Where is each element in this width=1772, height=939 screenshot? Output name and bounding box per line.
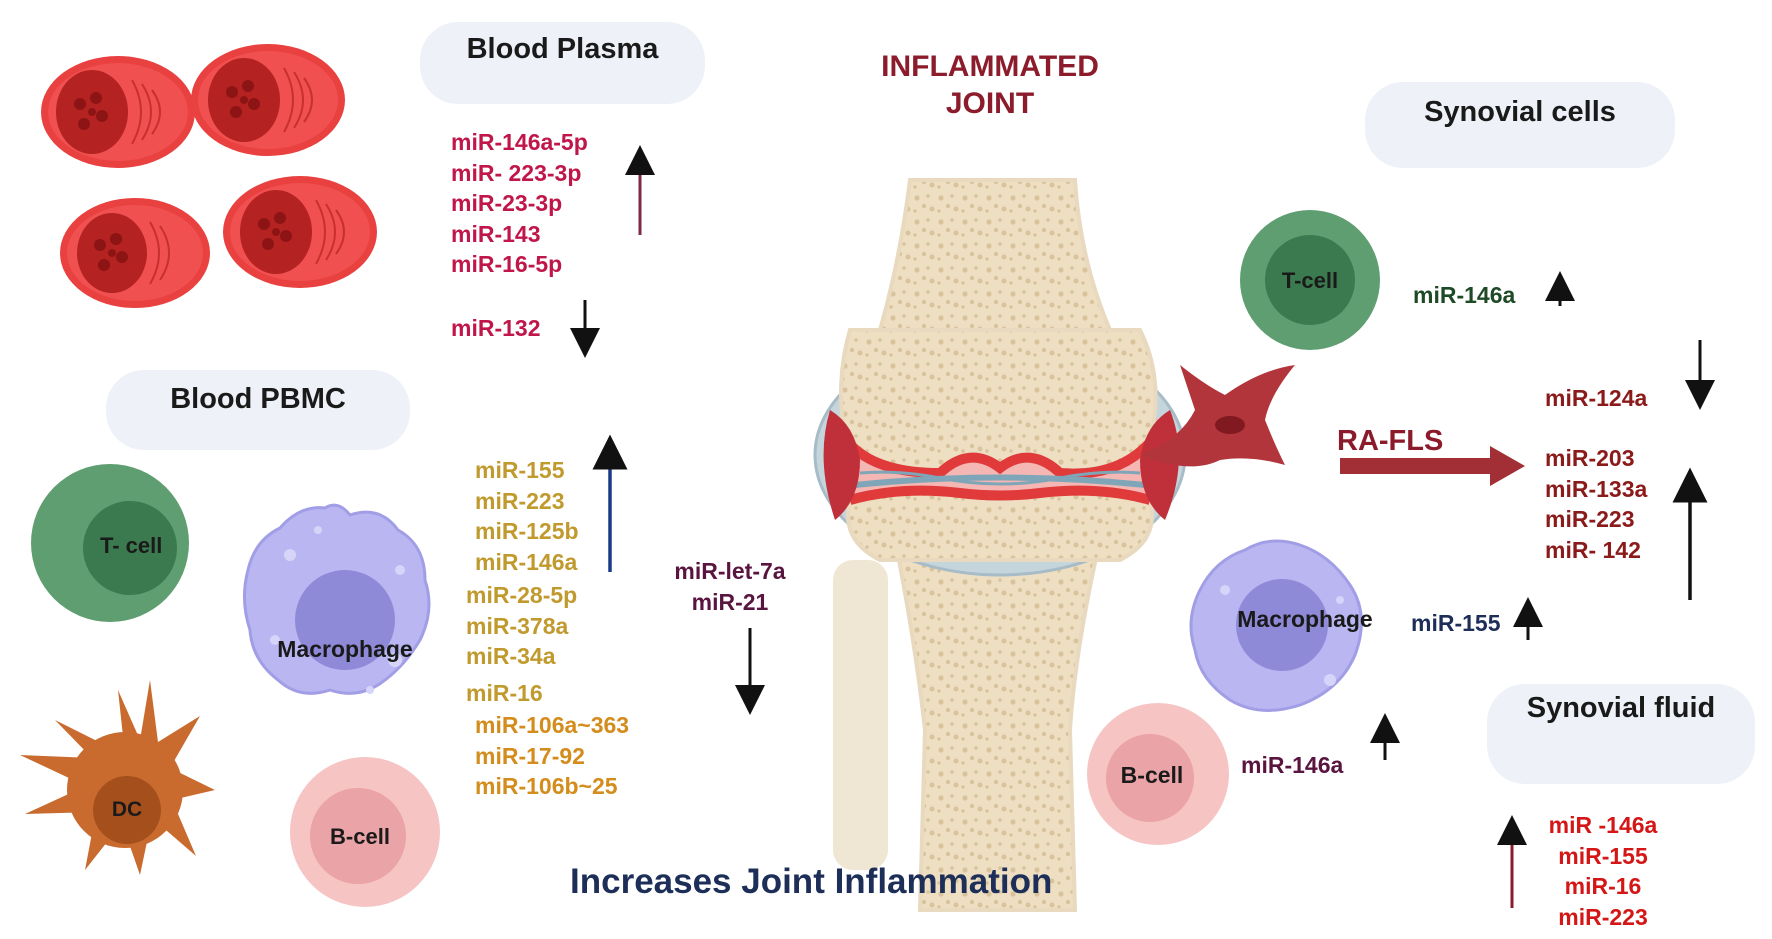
list-item: miR-28-5p (466, 582, 578, 608)
syn-tcell-label: T-cell (1281, 268, 1339, 293)
red-blood-cell (60, 198, 210, 308)
red-blood-cell (223, 176, 377, 288)
list-item: miR-let-7a (674, 558, 786, 584)
list-item: miR-17-92 (475, 742, 585, 769)
synovial-cells-header: Synovial cells (1365, 82, 1675, 168)
pbmc-tcell-label: T- cell (100, 533, 163, 558)
pbmc-macrophage (243, 503, 431, 695)
blood-pbmc-title: Blood PBMC (170, 382, 346, 415)
dc-label: DC (111, 798, 143, 821)
list-item: miR-223 (475, 487, 565, 514)
synovial-fluid-title: Synovial fluid (1526, 691, 1716, 724)
list-item: miR-155 (1558, 842, 1648, 869)
fls-up-list: miR-203 miR-133a miR-223 miR- 142 (1545, 443, 1647, 565)
pbmc-up-list: miR-155 miR-223 miR-125b miR-146a (475, 455, 579, 577)
pbmc-tcell (31, 464, 189, 622)
list-item: miR-124a (1545, 385, 1648, 411)
list-item: miR-106b~25 (475, 773, 618, 799)
list-item: miR-23-3p (451, 190, 563, 216)
list-item: miR-16 (1564, 873, 1642, 899)
pbmc-cluster-list: miR-106a~363 miR-17-92 miR-106b~25 (475, 710, 629, 802)
fls-label: RA-FLS (1337, 425, 1444, 457)
list-item: miR-132 (451, 315, 541, 341)
list-item: miR-203 (1545, 445, 1635, 471)
knee-joint-illustration (813, 178, 1187, 912)
synovial-fluid-up-list: miR -146a miR-155 miR-16 miR-223 (1528, 810, 1678, 932)
blood-plasma-up-list: miR-146a-5p miR- 223-3p miR-23-3p miR-14… (451, 127, 588, 280)
red-blood-cell (41, 56, 195, 168)
pbmc-other-list: miR-28-5p miR-378a miR-34a miR-16 (466, 580, 577, 708)
dendritic-cell (20, 680, 215, 875)
syn-bcell-label: B-cell (1120, 762, 1184, 788)
synovial-cells-title: Synovial cells (1424, 95, 1616, 128)
blood-plasma-down-list: miR-132 (451, 313, 540, 344)
syn-macrophage-mir: miR-155 (1411, 610, 1501, 636)
blood-pbmc-header: Blood PBMC (106, 370, 410, 450)
list-item: miR-106a~363 (475, 712, 630, 738)
list-item: miR-143 (451, 220, 541, 247)
fls-down-list: miR-124a (1545, 383, 1647, 414)
pbmc-macrophage-label: Macrophage (277, 636, 413, 662)
list-item: miR-146a (475, 548, 578, 575)
title-line-1: INFLAMMATED (881, 50, 1099, 83)
syn-tcell-mir: miR-146a (1413, 282, 1516, 308)
blood-plasma-title: Blood Plasma (466, 32, 659, 65)
list-item: miR-133a (1545, 475, 1648, 502)
synovial-bcell (1087, 703, 1229, 845)
list-item: miR-223 (1545, 506, 1635, 532)
red-blood-cell (191, 44, 345, 156)
syn-macrophage-label: Macrophage (1237, 606, 1373, 632)
list-item: miR-378a (466, 612, 569, 639)
list-item: miR-125b (475, 518, 579, 544)
ra-fls-cell (1140, 365, 1295, 467)
list-item: miR- 142 (1545, 536, 1641, 563)
synovial-tcell (1240, 210, 1380, 350)
syn-bcell-mir: miR-146a (1241, 752, 1344, 778)
list-item: miR-16 (466, 679, 543, 706)
footer-caption: Increases Joint Inflammation (570, 862, 1053, 901)
synovial-fluid-header: Synovial fluid (1487, 684, 1755, 784)
pbmc-down-list: miR-let-7a miR-21 (665, 556, 795, 617)
list-item: miR- 223-3p (451, 159, 582, 186)
list-item: miR-21 (691, 588, 769, 615)
list-item: miR-146a-5p (451, 129, 588, 155)
fls-target-arrow (1340, 446, 1525, 486)
list-item: miR-34a (466, 643, 556, 669)
list-item: miR-16-5p (451, 251, 563, 277)
list-item: miR-223 (1558, 903, 1648, 930)
blood-plasma-header: Blood Plasma (420, 22, 705, 104)
list-item: miR -146a (1548, 812, 1658, 838)
pbmc-bcell-label: B-cell (330, 824, 390, 849)
title-line-2: JOINT (945, 87, 1035, 120)
pbmc-bcell (290, 757, 440, 907)
synovial-macrophage (1189, 539, 1363, 712)
diagram-title: INFLAMMATED JOINT (860, 48, 1120, 122)
list-item: miR-155 (475, 457, 565, 483)
